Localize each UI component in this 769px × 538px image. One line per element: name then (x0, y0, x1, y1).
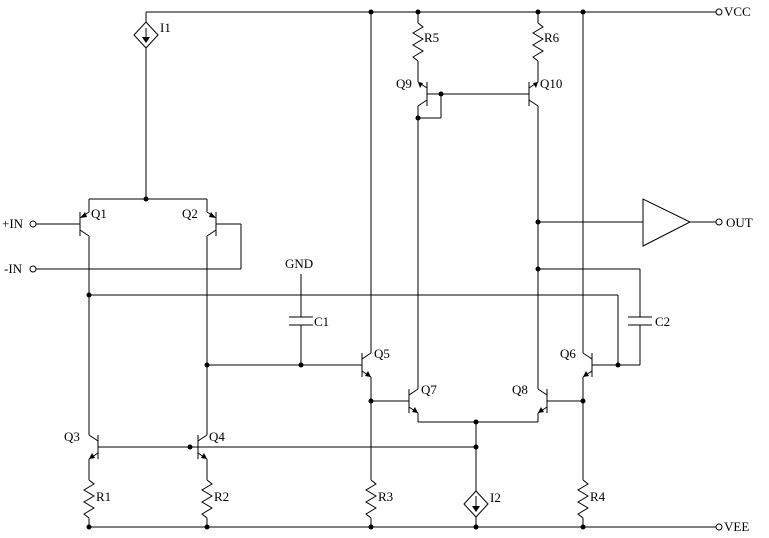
transistor-q8: Q8 (512, 382, 548, 414)
q8-label: Q8 (512, 382, 528, 397)
out-label: OUT (726, 215, 753, 230)
input-minus: -IN (4, 223, 242, 276)
r2-label: R2 (214, 489, 229, 504)
i1-label: I1 (160, 20, 171, 35)
q5-label: Q5 (374, 346, 390, 361)
in-minus-terminal[interactable] (29, 265, 37, 273)
input-plus: +IN (2, 216, 80, 231)
resistor-r5: R5 (412, 12, 439, 82)
vee-rail: VEE (89, 519, 749, 534)
transistor-q6: Q6 (560, 346, 593, 378)
diff-pair-tail (417, 413, 539, 491)
q4-label: Q4 (209, 429, 225, 444)
gnd-label: GND (285, 256, 313, 271)
r5-label: R5 (424, 30, 439, 45)
in-minus-label: -IN (4, 261, 23, 276)
transistor-q2: Q2 (182, 206, 217, 237)
q1-label: Q1 (91, 206, 107, 221)
c1-label: C1 (314, 314, 329, 329)
transistor-q3: Q3 (64, 429, 99, 460)
compensation-wire (89, 294, 619, 365)
resistor-r3: R3 (365, 479, 393, 527)
vcc-terminal[interactable] (715, 8, 723, 16)
r1-label: R1 (96, 489, 111, 504)
vee-label: VEE (724, 519, 749, 534)
i2-label: I2 (490, 490, 501, 505)
resistor-r6: R6 (532, 12, 560, 82)
q9-label: Q9 (396, 76, 412, 91)
transistor-q9: Q9 (396, 76, 428, 107)
capacitor-c1: GND C1 (285, 256, 329, 365)
resistor-r4: R4 (577, 479, 606, 527)
junction-dots (86, 9, 621, 530)
resistor-r1: R1 (83, 459, 111, 527)
r4-label: R4 (590, 489, 606, 504)
transistor-q4: Q4 (197, 429, 225, 460)
q2-label: Q2 (182, 206, 198, 221)
vcc-rail: VCC (146, 4, 751, 19)
transistor-q1: Q1 (79, 206, 107, 237)
c2-label: C2 (655, 314, 670, 329)
vee-terminal[interactable] (715, 523, 723, 531)
current-source-i2: I2 (463, 490, 501, 527)
r3-label: R3 (378, 489, 393, 504)
capacitor-c2: C2 (538, 268, 670, 365)
transistor-q7: Q7 (408, 382, 437, 414)
q6-label: Q6 (560, 346, 576, 361)
transistor-q10: Q10 (528, 76, 562, 107)
transistor-q5: Q5 (361, 346, 390, 378)
resistor-r2: R2 (201, 459, 229, 527)
q10-label: Q10 (540, 76, 562, 91)
q3-label: Q3 (64, 429, 80, 444)
current-source-i1: I1 (133, 12, 171, 199)
q9-diode-connection (418, 94, 442, 119)
vcc-label: VCC (724, 4, 751, 19)
in-plus-label: +IN (2, 216, 24, 231)
output-buffer: OUT (538, 198, 753, 247)
q7-label: Q7 (421, 382, 437, 397)
in-plus-terminal[interactable] (29, 220, 37, 228)
r6-label: R6 (544, 30, 560, 45)
out-terminal[interactable] (715, 218, 723, 226)
